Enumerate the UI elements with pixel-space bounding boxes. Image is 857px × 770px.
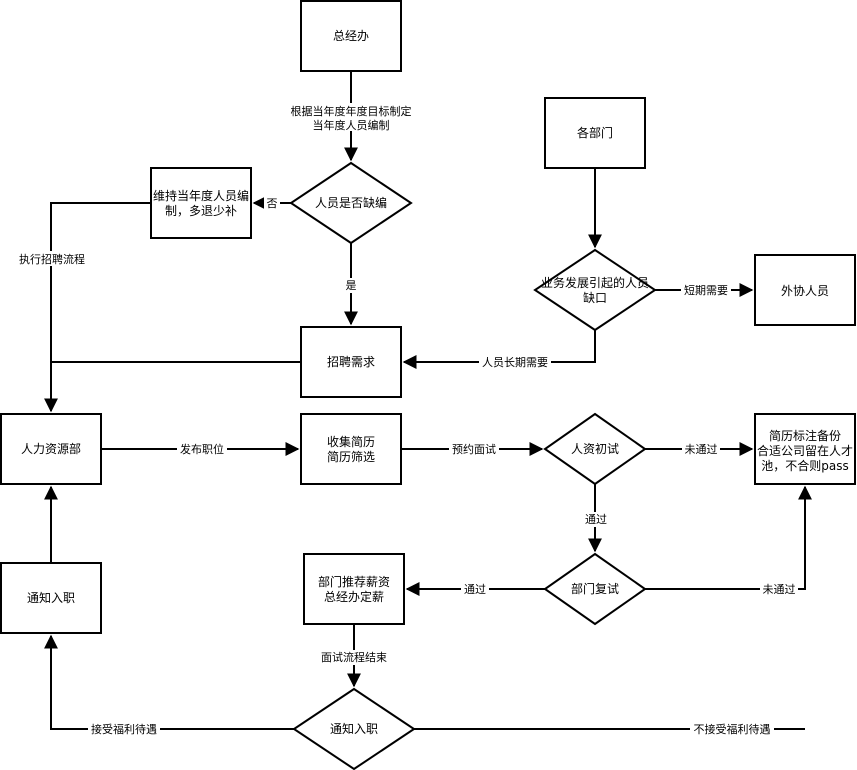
node-jianli-beifen xyxy=(754,413,856,485)
node-weichi-label-2: 制，多退少补 xyxy=(165,204,237,218)
edge-label-zhixing: 执行招聘流程 xyxy=(19,252,85,266)
edge-label-duanqi: 短期需要 xyxy=(684,283,728,297)
node-tongzhi-ruzhi-box xyxy=(0,562,102,634)
node-tuijian-xinzi xyxy=(303,553,405,625)
node-yewu-label-2: 缺口 xyxy=(583,290,607,305)
node-jianli-label-3: 池，不合则pass xyxy=(761,458,848,473)
edge-label-fabu: 发布职位 xyxy=(180,442,224,456)
node-zongjingban xyxy=(300,0,402,72)
edge-label-tongguo-2: 通过 xyxy=(464,583,486,596)
node-shouji-jianli xyxy=(300,413,402,485)
edge-label-weitongguo-1: 未通过 xyxy=(685,443,718,456)
node-bumen-fushi xyxy=(543,552,647,626)
node-zhaopin-xuqiu-label: 招聘需求 xyxy=(327,355,375,369)
edge-fushi-to-jianli xyxy=(645,485,812,590)
node-gebumen-label: 各部门 xyxy=(577,125,613,140)
node-renyuan-queshi-label: 人员是否缺编 xyxy=(315,195,387,210)
node-waixie-label: 外协人员 xyxy=(781,283,829,298)
node-jianli-label-1: 简历标注备份 xyxy=(769,428,841,443)
node-shouji-label-2: 简历筛选 xyxy=(327,449,375,464)
node-tuijian-label-2: 总经办定薪 xyxy=(324,589,384,604)
node-yewu-fazhan xyxy=(533,248,657,332)
node-weichi xyxy=(150,167,252,239)
edge-tongzhi-to-ruzhi-box xyxy=(44,634,294,730)
node-renzi-chushi xyxy=(543,412,647,486)
edge-label-genju-2: 当年度人员编制 xyxy=(313,118,390,132)
node-jianli-label-2: 合适公司留在人才 xyxy=(757,443,853,458)
node-renyuan-queshi xyxy=(289,161,413,245)
node-bumen-fushi-label: 部门复试 xyxy=(571,581,619,596)
edge-label-bujieshou: 不接受福利待遇 xyxy=(694,722,771,736)
edge-label-jieshou: 接受福利待遇 xyxy=(91,722,157,736)
edge-label-changqi: 人员长期需要 xyxy=(482,356,548,369)
node-tongzhi-ruzhi-diamond xyxy=(292,687,416,770)
edge-label-mianshi-jieshu: 面试流程结束 xyxy=(321,650,387,664)
edge-label-tongguo-1: 通过 xyxy=(585,513,607,526)
node-renzi-chushi-label: 人资初试 xyxy=(571,441,619,456)
node-tongzhi-ruzhi-diamond-label: 通知入职 xyxy=(330,722,378,736)
node-tongzhi-ruzhi-box-label: 通知入职 xyxy=(27,591,75,605)
edge-label-shi: 是 xyxy=(346,279,357,292)
node-zhaopin-xuqiu xyxy=(300,326,402,398)
edge-yewu-to-zhaopin xyxy=(402,330,596,369)
node-waixie xyxy=(754,254,856,326)
edge-label-yuyue: 预约面试 xyxy=(452,443,496,456)
edge-weichi-to-renli xyxy=(44,202,151,413)
edge-label-fou: 否 xyxy=(267,197,278,210)
node-zongjingban-label: 总经办 xyxy=(333,28,369,43)
edge-label-weitongguo-2: 未通过 xyxy=(763,583,796,596)
edge-label-genju-1: 根据当年度年度目标制定 xyxy=(291,104,412,118)
node-renli-ziyuanbu xyxy=(0,413,102,485)
node-renli-ziyuanbu-label: 人力资源部 xyxy=(21,441,81,456)
node-gebumen xyxy=(544,97,646,169)
node-shouji-label-1: 收集简历 xyxy=(327,434,375,449)
node-weichi-label-1: 维持当年度人员编 xyxy=(153,188,249,203)
node-tuijian-label-1: 部门推荐薪资 xyxy=(318,574,390,589)
node-yewu-label-1: 业务发展引起的人员 xyxy=(541,275,649,290)
